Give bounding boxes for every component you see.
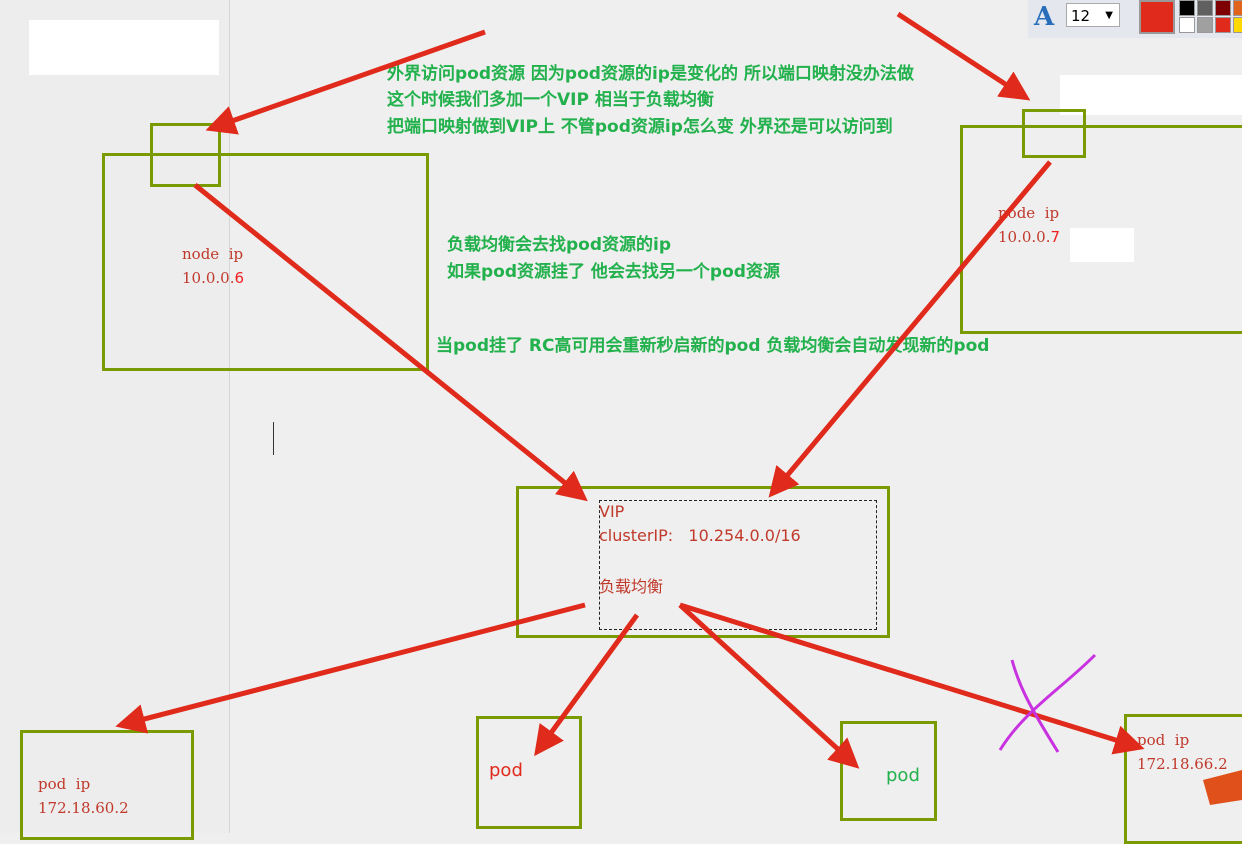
pod1-label: pod ip [38,775,91,793]
text-tool-icon[interactable]: A [1034,2,1055,32]
node-left-box [102,153,429,371]
pod2-label: pod [489,760,523,781]
color-swatch[interactable] [1215,17,1231,33]
node-left-label: node ip [182,245,244,263]
font-size-value: 12 [1071,7,1091,25]
pod1-ip: 172.18.60.2 [38,799,129,817]
arrow-external-to-node-right [896,11,1031,101]
redaction [29,20,219,75]
vip-dashed-box [599,500,877,630]
drawing-toolbar: A 12 ▼ [1028,0,1242,38]
pod4-ip: 172.18.66.2 [1137,755,1228,773]
note-lb2: 如果pod资源挂了 他会去找另一个pod资源 [447,262,780,282]
pod3-label: pod [886,765,920,786]
color-swatch[interactable] [1233,17,1242,33]
pod-box-2 [476,716,582,829]
ip-prefix: 10.0.0. [998,228,1051,246]
note-line1: 外界访问pod资源 因为pod资源的ip是变化的 所以端口映射没办法做 [387,64,914,84]
color-swatch[interactable] [1215,0,1231,16]
vip-lb-label: 负载均衡 [599,577,664,596]
arrow-vip-to-pod2 [534,613,640,757]
note-line2: 这个时候我们多加一个VIP 相当于负载均衡 [387,90,714,110]
note-rc: 当pod挂了 RC高可用会重新秒启新的pod 负载均衡会自动发现新的pod [436,336,990,356]
current-color[interactable] [1139,0,1175,34]
vip-box [516,486,890,638]
chevron-down-icon: ▼ [1105,10,1113,21]
ip-suffix: 7 [1050,228,1061,246]
note-lb1: 负载均衡会去找pod资源的ip [447,235,672,255]
node-right-ip: 10.0.0.7 [998,226,1060,248]
ip-prefix: 10.0.0. [182,269,235,287]
color-swatch[interactable] [1179,17,1195,33]
pod-box-3 [840,721,937,821]
vip-cluster-ip: clusterIP: 10.254.0.0/16 [599,526,801,545]
font-size-select[interactable]: 12 ▼ [1066,3,1120,27]
node-right-port-box [1022,109,1086,158]
node-left-port-box [150,123,221,187]
node-left-ip: 10.0.0.6 [182,267,244,289]
cross-mark-icon [998,653,1097,753]
arrow-vip-to-pod4 [679,602,1145,755]
node-right-box [960,125,1242,334]
text-cursor [273,422,274,455]
left-panel [0,0,230,833]
ip-suffix: 6 [234,269,245,287]
note-line3: 把端口映射做到VIP上 不管pod资源ip怎么变 外界还是可以访问到 [387,117,893,137]
color-swatch[interactable] [1179,0,1195,16]
arrow-vip-to-pod1 [115,602,586,734]
arrow-vip-to-pod3 [678,603,860,769]
color-swatch[interactable] [1197,17,1213,33]
redaction [1070,228,1134,262]
color-swatch[interactable] [1197,0,1213,16]
arrow-node-left-to-vip [193,183,588,502]
vip-title: VIP [599,502,625,521]
redaction [1060,75,1242,115]
node-right-label: node ip [998,204,1060,222]
bucket-icon [1203,770,1242,805]
arrow-external-to-node-left [205,29,486,135]
arrow-node-right-to-vip [768,160,1052,498]
color-swatch[interactable] [1233,0,1242,16]
